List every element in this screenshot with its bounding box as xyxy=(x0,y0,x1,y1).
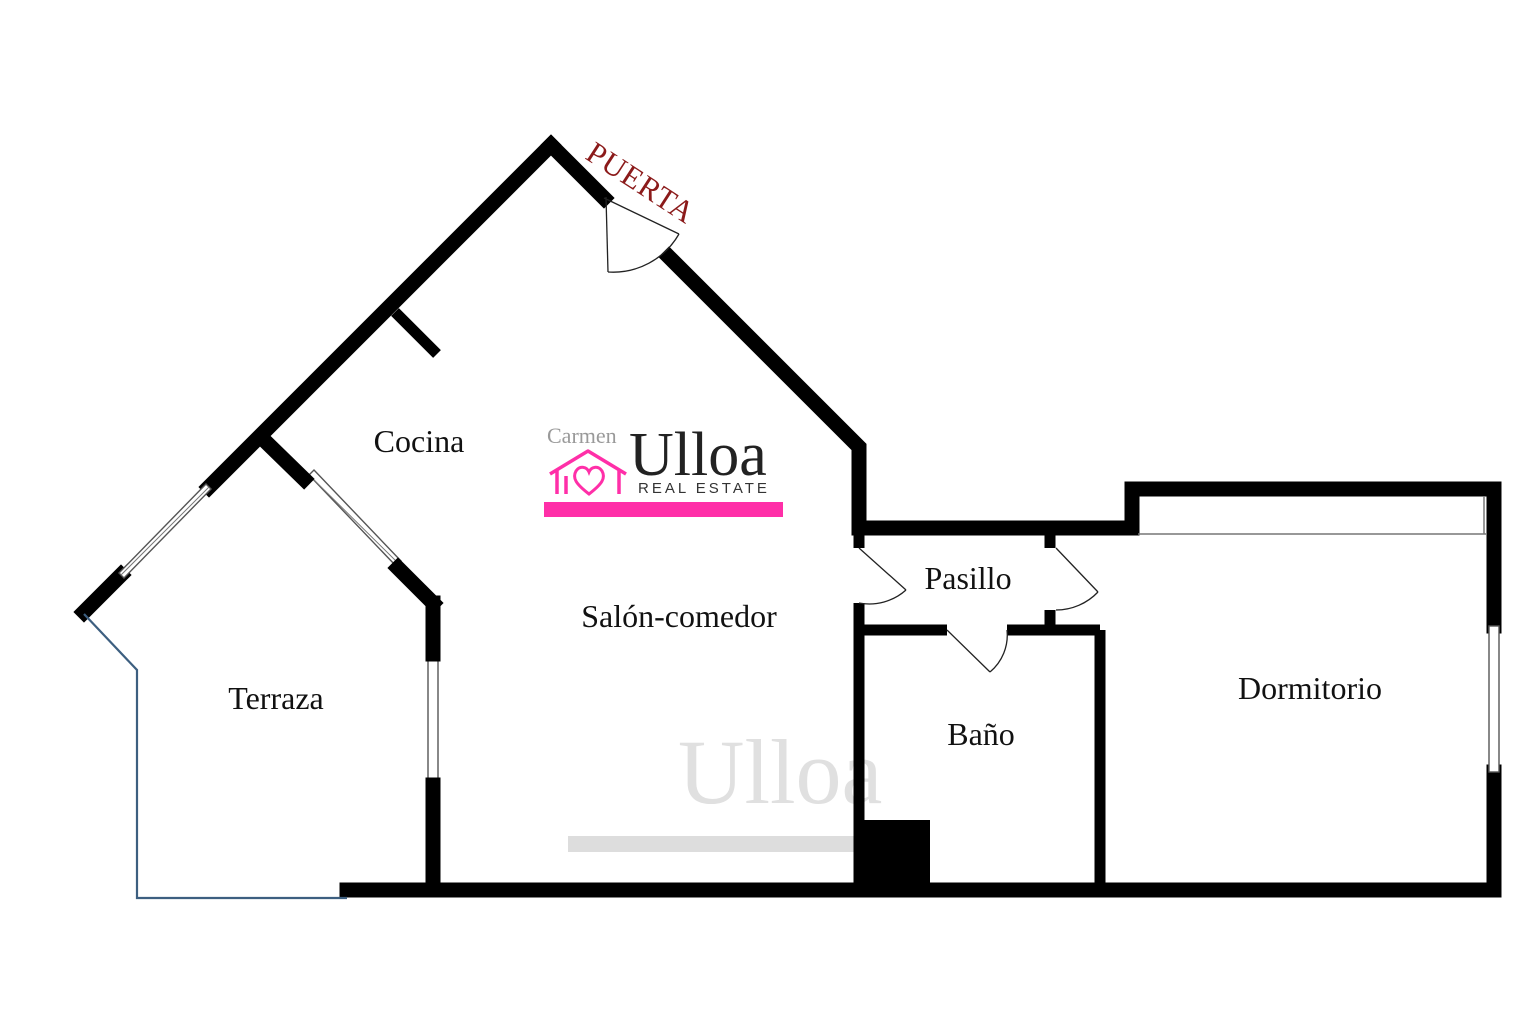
dormitorio-door-leaf xyxy=(1055,547,1099,593)
entry-door-leaf xyxy=(605,196,609,273)
entry-door xyxy=(603,196,680,273)
room-label-terraza: Terraza xyxy=(228,680,323,716)
wall-terrace-stub xyxy=(73,564,132,623)
logo-brand-name: Ulloa xyxy=(629,421,767,489)
wall-kitchen-counter xyxy=(391,308,441,358)
window-terrace-nw-line xyxy=(120,486,210,576)
room-labels: Cocina Salón-comedor Terraza Pasillo Bañ… xyxy=(228,423,1382,752)
pasillo-west-door-leaf xyxy=(858,547,907,591)
room-label-cocina: Cocina xyxy=(374,423,465,459)
logo-underline-bar xyxy=(544,502,783,517)
entry-door-swing xyxy=(607,233,680,273)
terrace-open-edge xyxy=(83,613,347,900)
wall-kitchen-terrace-a xyxy=(254,430,315,490)
service-shaft xyxy=(859,820,930,890)
wall-south xyxy=(339,764,1502,898)
window-kitchen-terrace xyxy=(308,468,402,568)
bano-door xyxy=(946,629,1008,673)
brand-logo: Carmen Ulloa REAL ESTATE xyxy=(544,421,783,517)
doors xyxy=(603,196,1099,673)
bano-door-leaf xyxy=(946,629,991,673)
wall-kitchen-diagonal xyxy=(198,134,562,498)
pasillo-west-door xyxy=(858,547,907,605)
interior-walls xyxy=(254,308,1486,893)
dormitorio-door-swing xyxy=(1055,591,1099,611)
house-heart-icon xyxy=(549,449,627,496)
logo-tagline: REAL ESTATE xyxy=(638,480,770,497)
room-label-dormitorio: Dormitorio xyxy=(1238,670,1382,706)
exterior-walls xyxy=(73,134,1502,898)
window-salon-terrace xyxy=(427,654,439,785)
entry-door-threshold xyxy=(603,197,680,235)
watermark-text: Ulloa xyxy=(678,721,882,823)
watermark: Ulloa xyxy=(568,721,886,852)
window-dormitorio xyxy=(1488,625,1500,773)
room-label-pasillo: Pasillo xyxy=(924,560,1011,596)
watermark-bar xyxy=(568,836,886,852)
room-label-bano: Baño xyxy=(947,716,1015,752)
bano-door-swing xyxy=(989,629,1008,673)
wall-east-outline xyxy=(658,246,1502,634)
wall-entry-left xyxy=(540,134,615,209)
dormitorio-door xyxy=(1055,547,1099,611)
logo-script-name: Carmen xyxy=(547,423,617,448)
pasillo-west-door-swing xyxy=(858,589,907,605)
window-kitchen-terrace-line xyxy=(305,471,399,564)
room-label-salon: Salón-comedor xyxy=(581,598,777,634)
